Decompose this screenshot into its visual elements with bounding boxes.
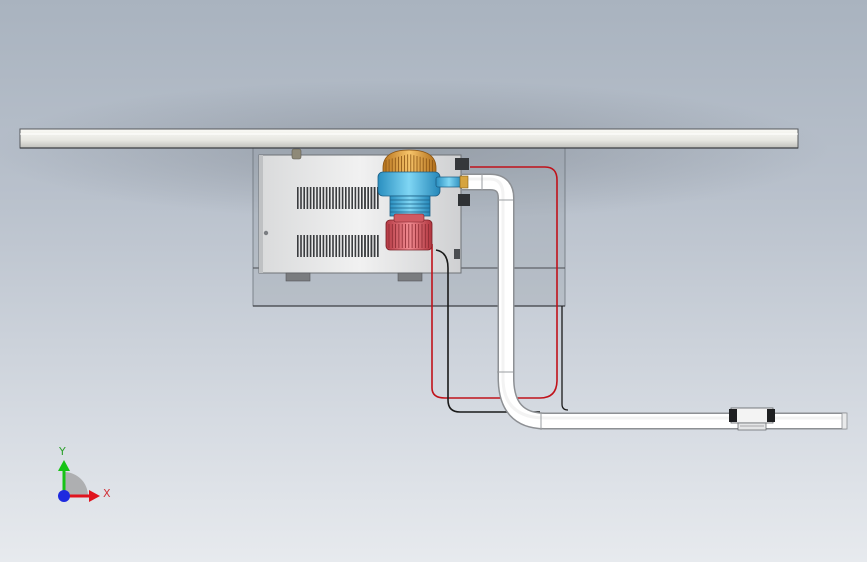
triad-rotation-arc	[64, 472, 88, 496]
inline-fitting	[729, 407, 775, 431]
housing-foot-left	[285, 272, 311, 282]
vent-slot	[309, 187, 312, 209]
vent-slot	[335, 187, 337, 209]
vent-slot	[306, 235, 309, 257]
motor-fins	[388, 224, 430, 248]
pump-impeller	[382, 149, 437, 177]
neck-rings	[390, 199, 430, 213]
vent-slot	[367, 187, 369, 209]
vent-slot	[297, 235, 299, 257]
vent-slot	[325, 235, 328, 257]
vent-slot	[341, 187, 344, 209]
bracket-small	[454, 249, 460, 259]
x-axis-arrow	[89, 490, 100, 502]
vent-slot	[377, 187, 379, 209]
vent-slot	[319, 235, 321, 257]
vent-slot	[373, 187, 376, 209]
vent-slot	[377, 235, 379, 257]
vent-slot	[370, 235, 373, 257]
vent-slot	[351, 235, 353, 257]
vent-slot	[303, 235, 305, 257]
vent-slot	[316, 235, 318, 257]
wire-red	[431, 166, 558, 399]
housing-screw	[263, 230, 269, 236]
coordinate-triad[interactable]: Y X	[58, 445, 111, 502]
x-axis-label: X	[103, 487, 111, 500]
vent-slots-lower	[297, 235, 379, 257]
wire-black-right	[561, 306, 569, 411]
vent-slot	[354, 187, 357, 209]
vent-slot	[297, 187, 299, 209]
vent-slot	[364, 235, 366, 257]
vent-slot	[345, 187, 347, 209]
vent-slot	[357, 187, 360, 209]
vent-slot	[300, 235, 302, 257]
pump-assembly	[377, 149, 469, 251]
vent-slot	[367, 235, 369, 257]
vent-slot	[309, 235, 312, 257]
y-axis-label: Y	[58, 445, 66, 458]
vent-slot	[313, 187, 315, 209]
vent-slot	[332, 235, 334, 257]
vent-slot	[338, 235, 341, 257]
pipe-highlight	[462, 177, 846, 420]
vent-slot	[338, 187, 341, 209]
vent-slot	[341, 235, 344, 257]
vent-slot	[335, 235, 337, 257]
wiring	[431, 166, 569, 413]
housing-knob	[291, 148, 302, 160]
vent-slot	[373, 235, 376, 257]
pipe-end-cap	[841, 412, 848, 430]
vent-slot	[361, 235, 363, 257]
housing-foot-right	[397, 272, 423, 282]
vent-slot	[319, 187, 321, 209]
vent-slot	[322, 235, 325, 257]
vent-slot	[325, 187, 328, 209]
outlet-brass-fitting	[459, 175, 469, 189]
vent-slot	[329, 235, 331, 257]
control-housing	[258, 148, 470, 282]
vent-slot	[351, 187, 353, 209]
pump-neck	[389, 195, 431, 217]
vent-slot	[348, 235, 350, 257]
vent-slot	[332, 187, 334, 209]
pipe-body	[462, 175, 846, 428]
bracket-lower	[458, 194, 470, 206]
vent-slot	[300, 187, 302, 209]
water-pipe	[462, 173, 848, 430]
vent-slot	[322, 187, 325, 209]
top-plate	[19, 128, 799, 149]
vent-slot	[354, 235, 357, 257]
pump-outlet-nozzle	[435, 176, 463, 188]
vent-slot	[329, 187, 331, 209]
vent-slot	[316, 187, 318, 209]
vent-slot	[303, 187, 305, 209]
vent-slot	[313, 235, 315, 257]
vent-slot	[348, 187, 350, 209]
vent-slot	[361, 187, 363, 209]
wire-black	[435, 249, 540, 413]
z-axis-dot	[58, 490, 70, 502]
vent-slot	[345, 235, 347, 257]
motor-cap	[393, 213, 425, 223]
vent-slots-upper	[297, 187, 379, 209]
vent-slot	[364, 187, 366, 209]
vent-slot	[370, 187, 373, 209]
bracket-upper	[455, 158, 469, 170]
vent-slot	[306, 187, 309, 209]
pump-volute	[377, 171, 441, 197]
y-axis-arrow	[58, 460, 70, 471]
vent-slot	[357, 235, 360, 257]
